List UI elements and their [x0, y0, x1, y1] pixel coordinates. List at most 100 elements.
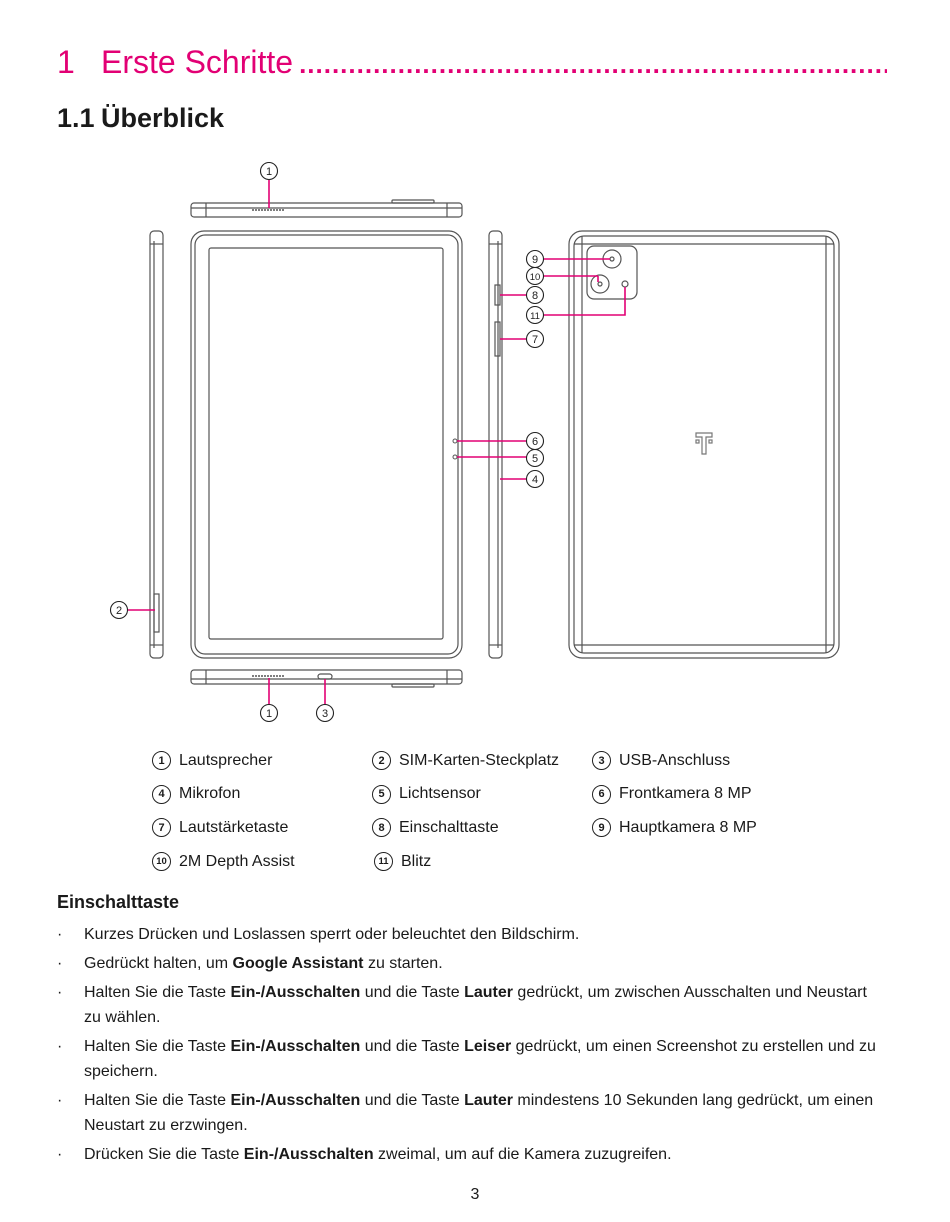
key-name: Ein-/Ausschalten [230, 1092, 361, 1109]
callout-leader-lines [128, 180, 626, 704]
power-key-instructions: · Kurzes Drücken und Loslassen sperrt ode… [57, 922, 887, 1171]
instruction-text: Drücken Sie die Taste [84, 1146, 244, 1163]
instruction-item: ·Gedrückt halten, um Google Assistant zu… [57, 951, 887, 976]
svg-text:11: 11 [530, 311, 540, 322]
callout-8: 8 [525, 285, 545, 305]
callout-1-top: 1 [259, 161, 279, 181]
instruction-item: · Halten Sie die Taste Ein-/Ausschalten u… [57, 980, 887, 1030]
telekom-t-logo-icon [695, 432, 713, 455]
svg-text:1: 1 [266, 166, 272, 178]
front-camera-dot [452, 438, 458, 444]
legend-label: Hauptkamera 8 MP [619, 818, 757, 836]
callout-11: 11 [525, 305, 545, 325]
legend-item: 2 SIM-Karten-Steckplatz [372, 751, 592, 771]
svg-text:8: 8 [532, 290, 538, 302]
legend-number: 5 [372, 784, 391, 804]
tablet-top-edge-view [190, 199, 463, 218]
callout-10: 10 [525, 266, 545, 286]
instruction-text: mindestens 10 Sekunden lang gedrückt, um… [84, 1092, 874, 1134]
svg-text:3: 3 [322, 708, 328, 720]
bullet-dot: · [57, 984, 63, 1001]
legend-number: 2 [372, 751, 391, 771]
tablet-back-view [568, 230, 840, 659]
key-name: Ein-/Ausschalten [230, 984, 361, 1001]
bullet-dot: · [57, 1038, 63, 1055]
legend-item: 6 Frontkamera 8 MP [592, 784, 812, 804]
callout-markers: 1 2 1 3 9 10 8 11 7 6 5 4 [109, 161, 545, 723]
key-name: Lauter [464, 1092, 513, 1109]
instruction-text: und die Taste [360, 984, 465, 1001]
svg-text:10: 10 [530, 272, 541, 283]
instruction-text: Halten Sie die Taste [84, 984, 231, 1001]
speaker-grille [252, 209, 284, 677]
chapter-heading: 1 Erste Schritte .......................… [57, 44, 887, 88]
instruction-text: Kurzes Drücken und Loslassen sperrt oder… [84, 926, 580, 943]
section-title: Überblick [101, 103, 225, 133]
legend-label: Lichtsensor [399, 785, 481, 803]
power-key-heading: Einschalttaste [57, 892, 180, 912]
callout-4: 4 [525, 469, 545, 489]
key-name: Lauter [464, 984, 513, 1001]
legend-label: Mikrofon [179, 785, 241, 803]
instruction-item: ·Halten Sie die Taste Ein-/Ausschalten u… [57, 1034, 887, 1084]
svg-text:5: 5 [532, 453, 538, 465]
depth-camera-lens [590, 274, 610, 294]
instruction-text: und die Taste [360, 1038, 465, 1055]
rear-camera-module [586, 245, 638, 300]
page-number: 3 [470, 1186, 480, 1203]
light-sensor-dot [452, 454, 458, 460]
instruction-text: gedrückt, um einen Screenshot zu erstell… [84, 1038, 876, 1080]
tablet-front-view [190, 230, 463, 659]
svg-text:4: 4 [532, 474, 538, 486]
instruction-text: und die Taste [360, 1092, 465, 1109]
instruction-text: Halten Sie die Taste [84, 1038, 231, 1055]
tablet-left-side-view [149, 230, 164, 659]
callout-9: 9 [525, 249, 545, 269]
instruction-text: zweimal, um auf die Kamera zuzugreifen. [373, 1146, 672, 1163]
instruction-item: ·Drücken Sie die Taste Ein-/Ausschalten … [57, 1142, 887, 1167]
instruction-text: gedrückt, um zwischen Ausschalten und Ne… [84, 984, 867, 1026]
legend-number: 6 [592, 784, 611, 804]
instruction-item: · Halten Sie die Taste Ein-/Ausschalten u… [57, 1088, 887, 1138]
svg-text:6: 6 [532, 436, 538, 448]
legend-label: SIM-Karten-Steckplatz [399, 751, 560, 769]
legend-item: 9 Hauptkamera 8 MP [592, 818, 812, 838]
legend-label: Blitz [401, 852, 432, 870]
tablet-bottom-edge-view [190, 669, 463, 688]
callout-1-bottom: 1 [259, 703, 279, 723]
legend-number: 8 [372, 818, 391, 838]
tablet-diagram: 1 2 1 3 9 10 8 11 7 6 5 4 [109, 161, 840, 723]
instruction-text: Gedrückt halten, um [84, 955, 233, 972]
chapter-number: 1 [57, 44, 75, 80]
legend-number: 7 [152, 818, 171, 838]
legend-item: 4 Mikrofon [152, 784, 372, 804]
legend-number: 4 [152, 784, 171, 804]
legend-number: 9 [592, 818, 611, 838]
legend-label: 2M Depth Assist [179, 852, 295, 870]
legend-item: 5 Lichtsensor [372, 784, 592, 804]
legend-row: 4 Mikrofon 5 Lichtsensor 6 Frontkamera 8 MP [152, 778, 812, 812]
legend-item: 10 2M Depth Assist [152, 852, 374, 872]
legend-label: Frontkamera 8 MP [619, 785, 752, 803]
instruction-text: Halten Sie die Taste [84, 1092, 231, 1109]
legend-number: 3 [592, 751, 611, 771]
svg-text:1: 1 [266, 708, 272, 720]
legend-number: 10 [152, 852, 171, 872]
bullet-dot: · [57, 1146, 63, 1163]
bullet-dot: · [57, 955, 63, 972]
svg-text:2: 2 [116, 605, 122, 617]
legend-number: 1 [152, 751, 171, 771]
section-number: 1.1 [57, 103, 95, 133]
svg-text:7: 7 [532, 334, 538, 346]
bullet-dot: · [57, 926, 63, 943]
callout-3: 3 [315, 703, 335, 723]
toc-leader-dots: ........................................… [299, 49, 887, 79]
bullet-dot: · [57, 1092, 63, 1109]
